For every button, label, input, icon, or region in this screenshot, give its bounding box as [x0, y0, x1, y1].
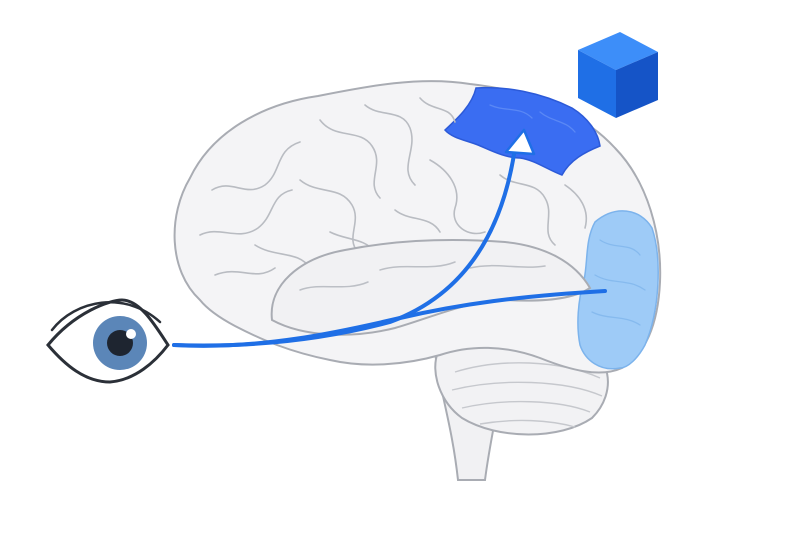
- visual-cortex-folds: [591, 239, 646, 326]
- parietal-folds: [489, 104, 576, 133]
- visual-cortex: [577, 210, 659, 370]
- arrowhead-icon: [504, 128, 536, 156]
- temporal-lobe: [270, 239, 592, 336]
- cube-icon: [578, 32, 658, 118]
- pathway-to-parietal: [172, 146, 517, 348]
- temporal-folds: [299, 261, 546, 291]
- eye-icon: [46, 298, 170, 384]
